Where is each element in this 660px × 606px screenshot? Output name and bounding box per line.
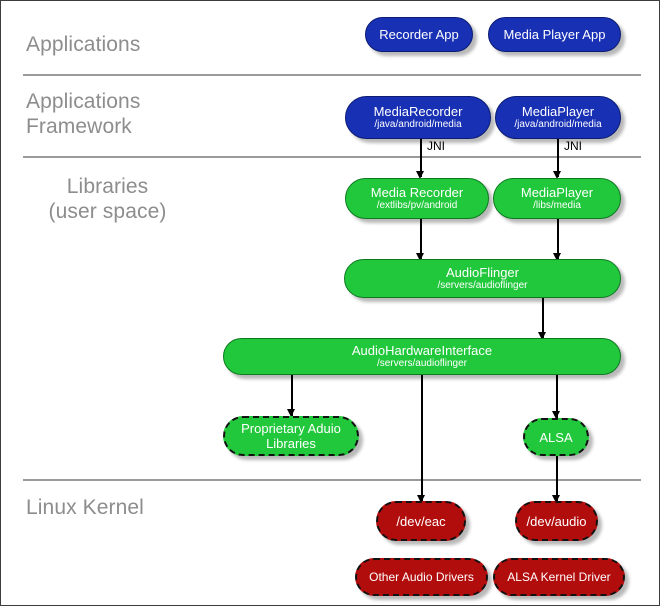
node-proprietary-audio-libraries[interactable]: Proprietary Aduio Libraries [223, 416, 359, 456]
node-audiohardwareinterface[interactable]: AudioHardwareInterface /servers/audiofli… [223, 338, 621, 375]
separator-applications [23, 74, 641, 76]
node-dev-audio[interactable]: /dev/audio [515, 501, 598, 541]
node-audioflinger[interactable]: AudioFlinger /servers/audioflinger [344, 259, 621, 298]
node-recorder-app-title: Recorder App [379, 27, 459, 42]
node-other-audio-drivers-title: Other Audio Drivers [369, 570, 474, 584]
node-alsa-kernel-driver-title: ALSA Kernel Driver [507, 570, 611, 584]
node-alsa-title: ALSA [539, 429, 573, 445]
separator-applications-framework [23, 156, 641, 158]
node-mediaplayer-lib[interactable]: MediaPlayer /libs/media [493, 178, 621, 219]
arrowhead-audioflinger-right [553, 253, 561, 261]
layer-label-applications: Applications [26, 33, 141, 56]
edge-label-jni-player: JNI [564, 139, 582, 153]
connector-mediaplayer-to-mediaplayer-lib [557, 139, 559, 177]
connector-audiohardwareinterface-to-proprietary-audio-libraries [291, 375, 293, 417]
node-audiohardwareinterface-subtitle: /servers/audioflinger [376, 358, 468, 369]
node-dev-eac[interactable]: /dev/eac [376, 501, 466, 541]
node-mediaplayer-framework[interactable]: MediaPlayer /java/android/media [495, 96, 621, 139]
arrowhead-mediaplayer-lib [553, 171, 561, 179]
connector-audioflinger-to-audiohardwareinterface [542, 298, 544, 340]
node-mediaplayer-framework-subtitle: /java/android/media [514, 119, 602, 130]
arrowhead-audioflinger-left [416, 253, 424, 261]
node-recorder-app[interactable]: Recorder App [365, 17, 473, 52]
node-mediaplayer-lib-subtitle: /libs/media [533, 200, 581, 211]
node-mediarecorder-framework[interactable]: MediaRecorder /java/android/media [345, 96, 491, 139]
node-proprietary-audio-libraries-subtitle: Libraries [266, 436, 316, 451]
node-proprietary-audio-libraries-title: Proprietary Aduio [241, 421, 341, 436]
node-media-recorder-lib-subtitle: /extlibs/pv/android [376, 200, 458, 211]
node-audioflinger-title: AudioFlinger [446, 265, 519, 280]
node-mediaplayer-framework-title: MediaPlayer [521, 104, 595, 119]
connector-audiohardwareinterface-to-alsa [556, 375, 558, 419]
arrowhead-dev-eac [417, 495, 425, 503]
connector-mediarecorder-to-media-recorder-lib [420, 139, 422, 177]
separator-libraries [23, 479, 641, 481]
node-dev-audio-title: /dev/audio [526, 513, 587, 529]
node-mediarecorder-framework-title: MediaRecorder [373, 104, 463, 119]
connector-alsa-to-dev-audio [556, 456, 558, 503]
node-other-audio-drivers[interactable]: Other Audio Drivers [355, 558, 488, 596]
node-media-player-app[interactable]: Media Player App [488, 17, 621, 52]
node-dev-eac-title: /dev/eac [396, 513, 446, 529]
node-audioflinger-subtitle: /servers/audioflinger [437, 280, 528, 291]
arrowhead-proprietary-audio-libraries [287, 409, 295, 417]
layer-label-libraries: Libraries (user space) [48, 175, 167, 223]
connector-mediaplayer-lib-to-audioflinger [557, 219, 559, 261]
arrowhead-alsa [552, 411, 560, 419]
node-alsa-kernel-driver[interactable]: ALSA Kernel Driver [493, 558, 625, 596]
node-mediaplayer-lib-title: MediaPlayer [520, 185, 594, 200]
connector-media-recorder-lib-to-audioflinger [420, 219, 422, 261]
arrowhead-audiohardwareinterface [538, 332, 546, 340]
node-media-recorder-lib[interactable]: Media Recorder /extlibs/pv/android [345, 178, 489, 219]
arrowhead-media-recorder-lib [416, 171, 424, 179]
layer-label-linux-kernel: Linux Kernel [26, 496, 144, 519]
node-media-recorder-lib-title: Media Recorder [370, 185, 464, 200]
arrowhead-dev-audio [552, 495, 560, 503]
node-mediarecorder-framework-subtitle: /java/android/media [374, 119, 462, 130]
connector-audiohardwareinterface-to-dev-eac [421, 375, 423, 503]
node-media-player-app-title: Media Player App [503, 27, 606, 42]
edge-label-jni-recorder: JNI [427, 139, 445, 153]
layer-label-applications-framework: Applications Framework [26, 90, 141, 138]
node-audiohardwareinterface-title: AudioHardwareInterface [351, 343, 493, 358]
node-alsa[interactable]: ALSA [523, 418, 589, 456]
